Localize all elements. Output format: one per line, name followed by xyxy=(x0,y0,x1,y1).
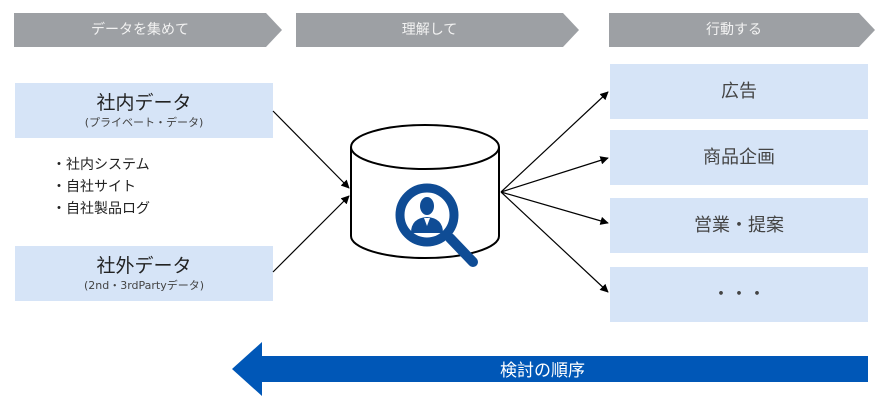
person-search-icon xyxy=(395,183,478,267)
arrow-internal-to-hub xyxy=(272,110,350,189)
source-external-title: 社外データ xyxy=(96,255,192,277)
action-sales-proposal: 営業・提案 xyxy=(610,198,868,253)
list-item: 自社サイト xyxy=(52,176,150,198)
action-product-planning: 商品企画 xyxy=(610,130,868,185)
phase-understand-label: 理解して xyxy=(401,22,458,38)
phase-collect: データを集めて xyxy=(14,13,282,47)
arrow-external-to-hub xyxy=(272,195,350,273)
arrow-hub-to-product-planning xyxy=(500,156,609,193)
source-external-subtitle: (2nd・3rdPartyデータ) xyxy=(83,279,205,292)
phase-act-label: 行動する xyxy=(706,22,762,38)
phase-act: 行動する xyxy=(609,13,875,47)
phase-collect-label: データを集めて xyxy=(91,22,189,38)
action-more: ・・・ xyxy=(610,267,868,322)
arrow-hub-to-sales xyxy=(500,191,609,225)
source-internal-subtitle: (プライベート・データ) xyxy=(84,116,204,129)
review-order-arrow xyxy=(232,342,868,396)
arrow-hub-to-advertising xyxy=(500,91,609,193)
internal-examples-list: 社内システム 自社サイト 自社製品ログ xyxy=(52,154,150,220)
list-item: 自社製品ログ xyxy=(52,198,150,220)
source-internal-title: 社内データ xyxy=(96,92,192,114)
arrow-hub-to-more xyxy=(500,191,609,293)
list-item: 社内システム xyxy=(52,154,150,176)
source-internal-data: 社内データ (プライベート・データ) xyxy=(15,83,273,138)
source-external-data: 社外データ (2nd・3rdPartyデータ) xyxy=(15,246,273,301)
review-order-label: 検討の順序 xyxy=(500,361,585,381)
phase-understand: 理解して xyxy=(296,13,579,47)
action-advertising: 広告 xyxy=(610,64,868,119)
